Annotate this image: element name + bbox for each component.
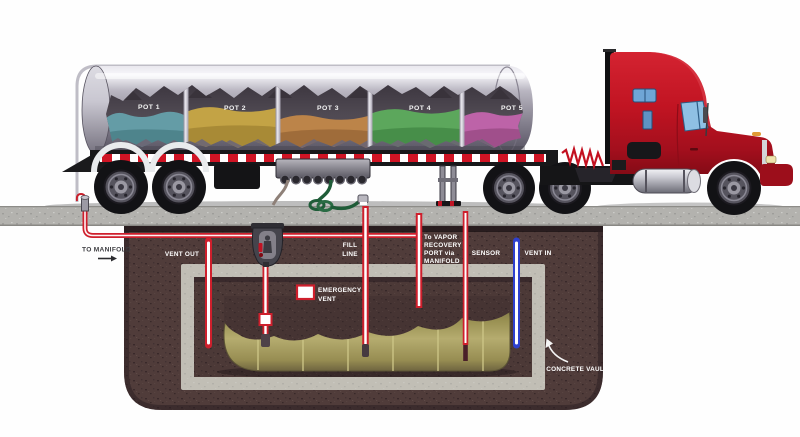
- equipment-cabinet: [214, 164, 260, 189]
- riser-figure: [264, 235, 271, 241]
- fuel-tank: [632, 168, 701, 194]
- concrete-vault-label: CONCRETE VAULT: [546, 366, 608, 373]
- tanker-truck: POT 1 POT 2 POT 3 POT 4 POT 5: [62, 49, 793, 215]
- cab-step: [612, 160, 626, 170]
- green-vapor-hose: [308, 179, 369, 212]
- emergency-vent-label-1: EMERGENCY: [318, 287, 362, 294]
- fifth-wheel: [575, 168, 618, 182]
- side-mirror: [703, 102, 709, 137]
- fill-line-pipe: [362, 206, 369, 357]
- vapor-recovery-label-3: PORT via: [424, 250, 455, 257]
- vapor-recovery-label-1: To VAPOR: [424, 234, 457, 241]
- sensor-tip: [463, 345, 468, 361]
- vapor-manifold-line: [82, 210, 418, 238]
- to-manifold-callout: TO MANIFOLD: [82, 247, 131, 262]
- pot-5-label: POT 5: [501, 105, 523, 112]
- drop-tube-tip: [261, 334, 270, 347]
- pot-2-label: POT 2: [224, 105, 246, 112]
- headlight: [765, 155, 777, 164]
- fill-elbow-fitting: [357, 194, 369, 204]
- fill-riser-device: [251, 223, 284, 267]
- wheel: [94, 160, 148, 214]
- fill-line-tip: [362, 344, 369, 357]
- trailer-coil-line: [561, 144, 605, 170]
- wheel: [152, 160, 206, 214]
- gray-fill-hose: [271, 179, 290, 206]
- grille-chrome: [762, 140, 767, 165]
- wheels: [94, 160, 591, 214]
- exhaust-stack: [605, 50, 614, 164]
- door-handle: [690, 148, 698, 151]
- surface-vapor-port: [75, 192, 90, 212]
- to-manifold-label: TO MANIFOLD: [82, 247, 131, 254]
- compartment-dividers: [183, 85, 465, 148]
- concrete-bottom-edge: [0, 224, 800, 226]
- door-seam: [676, 103, 680, 169]
- wheel: [483, 162, 535, 214]
- front-bumper: [760, 164, 793, 186]
- hood-marker-light: [752, 132, 761, 136]
- pot-3-label: POT 3: [317, 105, 339, 112]
- pot-1-label: POT 1: [138, 104, 160, 111]
- wheel: [707, 161, 761, 215]
- sleeper-side-window: [642, 110, 653, 130]
- vapor-recovery-label-2: RECOVERY: [424, 242, 462, 249]
- tank-front-cap: [81, 65, 111, 155]
- tractor-cab: [540, 49, 793, 215]
- emergency-vent-label-2: VENT: [318, 296, 336, 303]
- loading-manifold: [275, 158, 371, 185]
- concrete-top-edge: [0, 206, 800, 208]
- underground-labels: VENT OUT FILL LINE EMERGENCY VENT To VAP…: [165, 234, 608, 373]
- sensor-label: SENSOR: [472, 250, 501, 257]
- underground-section: VENT OUT FILL LINE EMERGENCY VENT To VAP…: [82, 206, 608, 410]
- trailer-fenders: [91, 142, 209, 173]
- concrete-texture: [0, 206, 800, 226]
- landing-gear: [436, 165, 461, 206]
- sensor-pipe: [462, 211, 469, 361]
- concrete-vault-arrow: [545, 338, 569, 363]
- pot-4-label: POT 4: [409, 105, 431, 112]
- vent-in-label: VENT IN: [525, 250, 552, 257]
- emergency-vent-marker: [295, 284, 316, 301]
- door-window: [680, 100, 709, 132]
- vent-out-label: VENT OUT: [165, 251, 199, 258]
- fill-line-label-1: FILL: [343, 242, 358, 249]
- tank-barrel: POT 1 POT 2 POT 3 POT 4 POT 5: [81, 65, 533, 155]
- soil-edge-vignette: [124, 226, 603, 410]
- side-panel: [627, 142, 661, 159]
- drop-tube-coupling: [258, 313, 273, 326]
- vapor-recovery-label-4: MANIFOLD: [424, 258, 460, 265]
- riser-drop-tube: [258, 262, 273, 347]
- fill-line-label-2: LINE: [342, 251, 358, 258]
